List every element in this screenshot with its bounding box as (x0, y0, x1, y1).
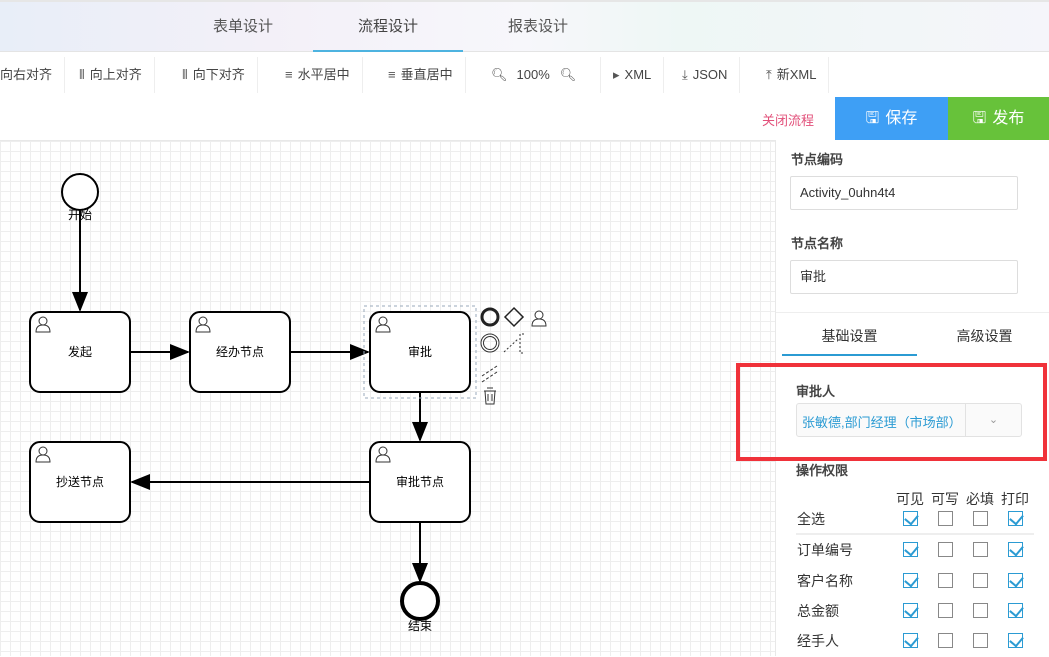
tab-report-design[interactable]: 报表设计 (507, 18, 568, 35)
perm-checkbox-可见[interactable] (903, 603, 918, 618)
align-bottom-icon: ⦀ (182, 67, 188, 82)
svg-text:审批: 审批 (408, 344, 432, 359)
perm-checkbox-可写[interactable] (938, 511, 953, 526)
zoom-in-icon[interactable]: 🔍︎ (559, 67, 577, 82)
col-required: 必填 (966, 491, 994, 507)
perm-row-label: 客户名称 (797, 573, 853, 589)
align-right-button[interactable]: 向右对齐 (0, 57, 66, 93)
tab-form-design[interactable]: 表单设计 (212, 18, 273, 35)
h-center-button[interactable]: ≡水平居中 (273, 57, 363, 93)
approver-value: 张敏德,部门经理（市场部） (802, 415, 962, 430)
publish-button[interactable]: 🖫发布 (948, 97, 1049, 140)
perm-row-label: 订单编号 (797, 542, 853, 558)
properties-panel: 节点编码 Activity_0uhn4t4 节点名称 审批 基础设置 高级设置 … (775, 140, 1049, 656)
perm-checkbox-必填[interactable] (973, 603, 988, 618)
perm-checkbox-可写[interactable] (938, 542, 953, 557)
diagram-canvas[interactable]: 开始 发起 经办节点 审批 审批节点 抄送节点 结束 (0, 140, 775, 656)
close-flow-link[interactable]: 关闭流程 (762, 113, 815, 128)
upload-icon: ⤒ (766, 67, 772, 82)
zoom-level: 100% (516, 67, 550, 82)
permissions-label: 操作权限 (796, 463, 849, 478)
align-bottom-button[interactable]: ⦀向下对齐 (170, 57, 258, 93)
perm-checkbox-打印[interactable] (1008, 573, 1023, 588)
perm-checkbox-打印[interactable] (1008, 542, 1023, 557)
svg-text:抄送节点: 抄送节点 (56, 474, 104, 489)
tab-basic-settings[interactable]: 基础设置 (782, 326, 917, 356)
task-jingban[interactable]: 经办节点 (189, 311, 291, 393)
approver-label: 审批人 (796, 384, 836, 399)
connect-icon[interactable] (481, 365, 498, 383)
selection-outline (363, 305, 477, 399)
h-center-icon: ≡ (285, 67, 293, 82)
tab-advanced-settings[interactable]: 高级设置 (956, 328, 1013, 344)
task-shenpi-node[interactable]: 审批节点 (369, 441, 471, 523)
perm-checkbox-可写[interactable] (938, 603, 953, 618)
end-event[interactable]: 结束 (400, 581, 440, 633)
chevron-double-down-icon[interactable]: ⌄ (965, 404, 1021, 436)
download-icon: ⤓ (682, 67, 688, 82)
append-end-event-icon[interactable] (480, 307, 500, 327)
task-shenpi[interactable]: 审批 (369, 311, 471, 393)
perm-row-label: 经手人 (797, 633, 839, 649)
perm-checkbox-必填[interactable] (973, 633, 988, 648)
xml-button[interactable]: ▸XML (601, 57, 665, 93)
svg-text:经办节点: 经办节点 (216, 344, 264, 359)
perm-checkbox-必填[interactable] (973, 511, 988, 526)
append-intermediate-event-icon[interactable] (480, 333, 500, 353)
perm-checkbox-必填[interactable] (973, 542, 988, 557)
perm-checkbox-可写[interactable] (938, 573, 953, 588)
perm-row-label: 总金额 (797, 603, 839, 619)
json-button[interactable]: ⤓JSON (670, 57, 741, 93)
v-center-icon: ≡ (388, 67, 396, 82)
append-task-icon[interactable] (531, 310, 547, 327)
caret-right-icon: ▸ (613, 67, 620, 82)
perm-checkbox-可见[interactable] (903, 573, 918, 588)
perm-checkbox-打印[interactable] (1008, 603, 1023, 618)
tab-flow-design[interactable]: 流程设计 (313, 2, 463, 52)
svg-text:审批节点: 审批节点 (396, 474, 444, 489)
node-name-label: 节点名称 (791, 236, 844, 251)
perm-checkbox-必填[interactable] (973, 573, 988, 588)
col-print: 打印 (1001, 491, 1029, 507)
text-annotation-icon[interactable] (503, 333, 524, 354)
context-pad (480, 306, 547, 405)
save-button[interactable]: 🖫保存 (835, 97, 948, 140)
perm-checkbox-可见[interactable] (903, 633, 918, 648)
perm-row-label: 全选 (797, 511, 825, 527)
node-name-input[interactable]: 审批 (790, 260, 1018, 294)
zoom-controls: 🔍︎ 100% 🔍︎ (479, 57, 601, 93)
new-xml-button[interactable]: ⤒新XML (754, 57, 830, 93)
perm-checkbox-打印[interactable] (1008, 633, 1023, 648)
zoom-out-icon[interactable]: 🔍︎ (491, 67, 508, 82)
perm-checkbox-可见[interactable] (903, 542, 918, 557)
col-visible: 可见 (896, 491, 924, 507)
task-chaosong[interactable]: 抄送节点 (29, 441, 131, 523)
node-code-label: 节点编码 (791, 152, 844, 167)
append-gateway-icon[interactable] (503, 306, 525, 328)
approver-select[interactable]: 张敏德,部门经理（市场部） ⌄ (796, 403, 1022, 437)
perm-checkbox-可见[interactable] (903, 511, 918, 526)
floppy-icon: 🖫 (865, 110, 880, 127)
trash-icon[interactable] (484, 387, 496, 405)
toolbar: 向右对齐 ⦀向上对齐 ⦀向下对齐 ≡水平居中 ≡垂直居中 🔍︎ 100% 🔍︎ ▸X… (0, 57, 1049, 93)
perm-checkbox-打印[interactable] (1008, 511, 1023, 526)
floppy-icon: 🖫 (972, 110, 987, 127)
top-tabs: 表单设计 流程设计 报表设计 (0, 0, 1049, 52)
task-faqi[interactable]: 发起 (29, 311, 131, 393)
node-code-input[interactable]: Activity_0uhn4t4 (790, 176, 1018, 210)
v-center-button[interactable]: ≡垂直居中 (376, 57, 466, 93)
highlight-box (736, 363, 1047, 461)
svg-text:结束: 结束 (408, 619, 432, 633)
svg-text:发起: 发起 (68, 344, 92, 359)
col-writable: 可写 (931, 491, 959, 507)
align-top-button[interactable]: ⦀向上对齐 (67, 57, 155, 93)
perm-checkbox-可写[interactable] (938, 633, 953, 648)
align-top-icon: ⦀ (79, 67, 85, 82)
